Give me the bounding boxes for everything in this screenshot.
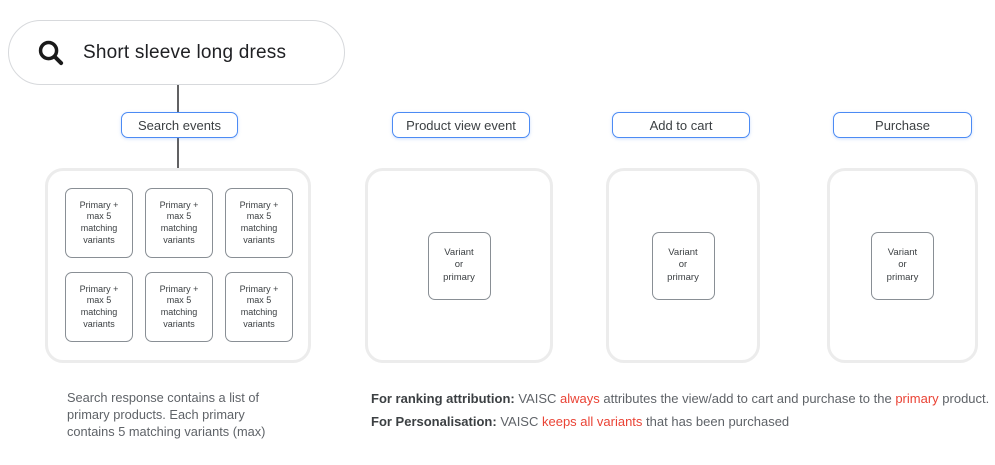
search-response-note-line: contains 5 matching variants (max) [67, 424, 266, 439]
label-search-events: Search events [121, 112, 238, 138]
label-product-view-event-text: Product view event [406, 117, 516, 133]
primary-product-box: Primary + max 5 matching variants [225, 188, 293, 258]
bucket-product-view: Variant or primary [365, 168, 553, 363]
search-input[interactable]: Short sleeve long dress [8, 20, 345, 85]
label-product-view-event: Product view event [392, 112, 530, 138]
search-icon [35, 37, 66, 68]
variant-or-primary-box: Variant or primary [651, 231, 715, 300]
primary-product-box: Primary + max 5 matching variants [145, 272, 213, 342]
primary-product-box: Primary + max 5 matching variants [225, 272, 293, 342]
ranking-note-highlight: always [560, 391, 600, 406]
variant-or-primary-box: Variant or primary [871, 231, 934, 300]
search-response-note: Search response contains a list of prima… [67, 389, 265, 440]
label-add-to-cart: Add to cart [612, 112, 750, 138]
personalisation-note: For Personalisation: VAISC keeps all var… [371, 414, 789, 429]
label-purchase: Purchase [833, 112, 972, 138]
personalisation-note-heading: For Personalisation: [371, 414, 497, 429]
label-add-to-cart-text: Add to cart [649, 117, 713, 133]
personalisation-note-text: VAISC [496, 414, 542, 429]
search-query-text: Short sleeve long dress [83, 41, 287, 63]
personalisation-note-highlight: keeps all variants [541, 414, 643, 429]
ranking-note-text: VAISC [514, 391, 560, 406]
search-response-note-line: primary products. Each primary [67, 407, 245, 422]
personalisation-note-text: that has been purchased [642, 414, 790, 429]
bucket-add-to-cart: Variant or primary [606, 168, 760, 363]
primary-product-box: Primary + max 5 matching variants [65, 272, 133, 342]
ranking-note-text: product. [938, 391, 990, 406]
ranking-attribution-note: For ranking attribution: VAISC always at… [371, 391, 989, 406]
primary-product-box: Primary + max 5 matching variants [145, 188, 213, 258]
bucket-purchase: Variant or primary [827, 168, 978, 363]
bucket-search-events: Primary + max 5 matching variants Primar… [45, 168, 311, 363]
ranking-note-highlight: primary [895, 391, 939, 406]
label-search-events-text: Search events [137, 117, 222, 133]
search-response-note-line: Search response contains a list of [67, 390, 260, 405]
connector-search-events-to-bucket [177, 138, 179, 168]
ranking-note-text: attributes the view/add to cart and purc… [599, 391, 896, 406]
primary-product-box: Primary + max 5 matching variants [65, 188, 133, 258]
ranking-note-heading: For ranking attribution: [371, 391, 515, 406]
label-purchase-text: Purchase [875, 117, 930, 133]
variant-or-primary-box: Variant or primary [427, 231, 491, 300]
connector-pill-to-search-events [177, 85, 179, 112]
